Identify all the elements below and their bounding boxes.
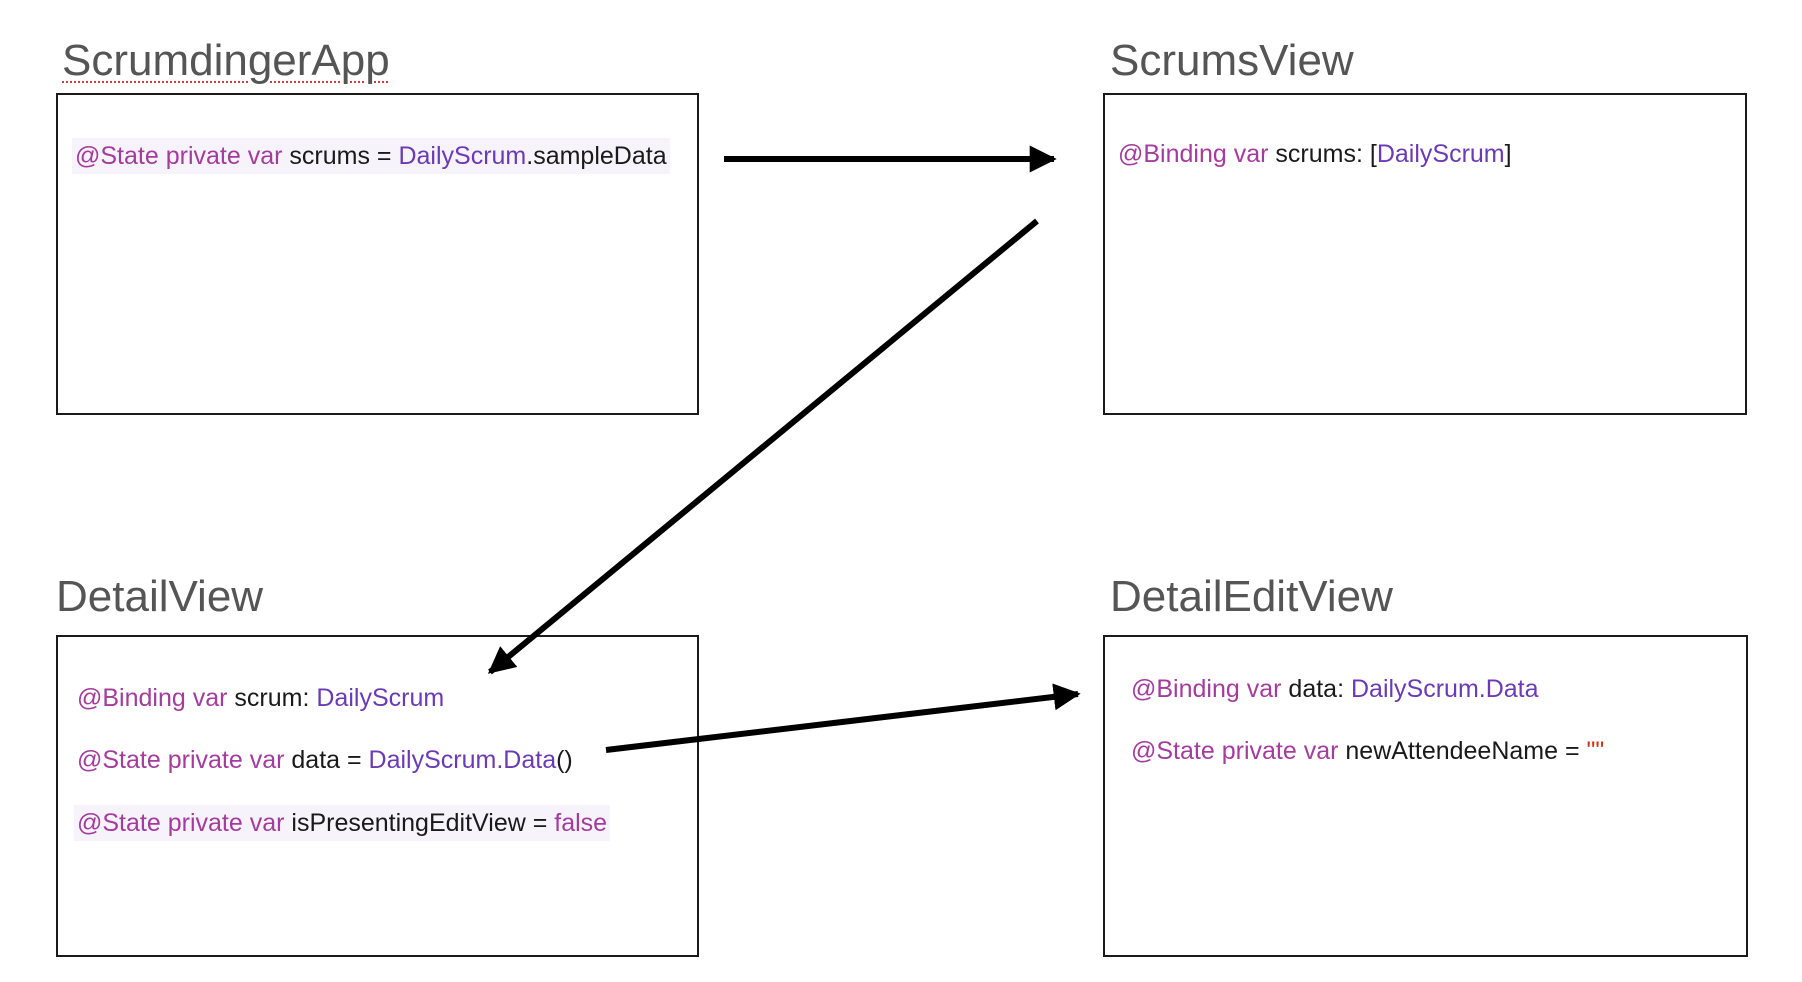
scrumdinger-app-state-line: @State private var scrums = DailyScrum.s… <box>72 138 670 174</box>
keyword-var: var <box>192 684 228 712</box>
type-name: DailyScrum <box>398 142 527 170</box>
property-name: data = <box>291 746 362 774</box>
member-access: .sampleData <box>526 142 667 170</box>
string-literal: "" <box>1586 737 1605 765</box>
detail-edit-view-title: DetailEditView <box>1110 572 1393 621</box>
keyword-private-var: private var <box>167 746 285 774</box>
keyword-var: var <box>1246 675 1282 703</box>
attribute-state: @State <box>77 809 161 837</box>
detail-view-data-line: @State private var data = DailyScrum.Dat… <box>77 744 573 776</box>
keyword-var: var <box>1233 140 1269 168</box>
attribute-state: @State <box>77 746 161 774</box>
scrums-view-title: ScrumsView <box>1110 36 1354 85</box>
scrums-view-binding-line: @Binding var scrums: [DailyScrum] <box>1118 138 1512 170</box>
closing-bracket: ] <box>1504 140 1512 168</box>
property-name: scrum: <box>234 684 310 712</box>
keyword-private-var: private var <box>1221 737 1339 765</box>
type-name: DailyScrum.Data <box>368 746 557 774</box>
detail-view-presenting-line: @State private var isPresentingEditView … <box>74 805 611 841</box>
scrums-view-box <box>1103 93 1747 415</box>
detail-view-box <box>56 635 699 957</box>
detail-edit-view-binding-line: @Binding var data: DailyScrum.Data <box>1131 673 1539 705</box>
detail-view-binding-line: @Binding var scrum: DailyScrum <box>77 682 444 714</box>
attribute-binding: @Binding <box>77 684 186 712</box>
detail-edit-view-attendee-line: @State private var newAttendeeName = "" <box>1131 735 1604 767</box>
scrumdinger-app-title-text: ScrumdingerApp <box>62 36 390 85</box>
attribute-binding: @Binding <box>1118 140 1227 168</box>
attribute-state: @State <box>75 142 159 170</box>
property-name: scrums = <box>289 142 392 170</box>
boolean-literal: false <box>554 809 608 837</box>
property-name: newAttendeeName = <box>1345 737 1580 765</box>
property-name: isPresentingEditView = <box>291 809 548 837</box>
attribute-state: @State <box>1131 737 1215 765</box>
keyword-private-var: private var <box>167 809 285 837</box>
detail-view-title: DetailView <box>56 572 264 621</box>
type-name: DailyScrum <box>1376 140 1505 168</box>
type-name: DailyScrum <box>316 684 445 712</box>
scrumdinger-app-title: ScrumdingerApp <box>62 36 390 86</box>
detail-edit-view-box <box>1103 635 1748 957</box>
attribute-binding: @Binding <box>1131 675 1240 703</box>
property-name: scrums: [ <box>1275 140 1377 168</box>
initializer-call: () <box>556 746 573 774</box>
type-name: DailyScrum.Data <box>1350 675 1539 703</box>
keyword-private-var: private var <box>165 142 283 170</box>
property-name: data: <box>1288 675 1345 703</box>
